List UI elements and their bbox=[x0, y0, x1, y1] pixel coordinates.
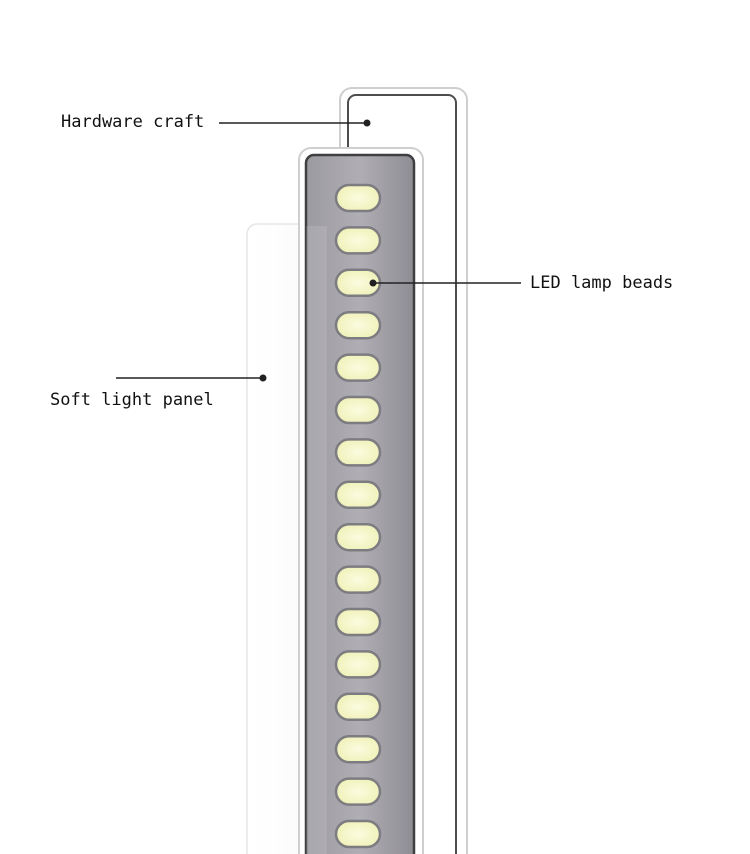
led-bead bbox=[334, 353, 382, 382]
led-bead bbox=[334, 183, 382, 213]
led-bead bbox=[334, 310, 382, 340]
led-bead bbox=[334, 522, 382, 552]
led-bead bbox=[334, 650, 382, 679]
led-bead bbox=[334, 480, 382, 510]
hardware-craft-label: Hardware craft bbox=[61, 112, 205, 132]
led-lamp-beads-label: LED lamp beads bbox=[530, 273, 674, 293]
soft-leader-dot bbox=[259, 374, 267, 382]
led-bead bbox=[334, 438, 382, 467]
led-bead bbox=[334, 565, 382, 594]
led-bead bbox=[334, 777, 382, 806]
led-bead bbox=[334, 226, 382, 255]
hardware-leader-dot bbox=[363, 119, 371, 127]
led-beads bbox=[334, 183, 382, 849]
soft-light-panel-label: Soft light panel bbox=[50, 390, 214, 410]
leader-lines bbox=[116, 119, 521, 382]
led-leader-dot bbox=[369, 279, 377, 287]
led-bead bbox=[334, 395, 382, 425]
led-strip bbox=[298, 147, 424, 854]
led-bead bbox=[334, 607, 382, 637]
led-bead bbox=[334, 819, 382, 849]
led-bead bbox=[334, 734, 382, 764]
led-bead bbox=[334, 692, 382, 722]
